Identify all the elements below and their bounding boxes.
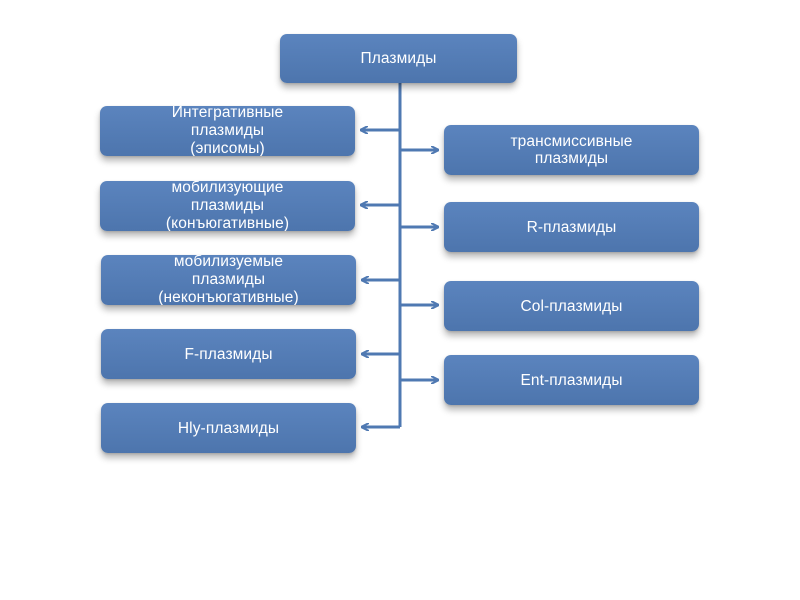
node-r-plasmids-label: R-плазмиды: [526, 218, 617, 236]
node-col-plasmids-label: Col-плазмиды: [520, 297, 623, 315]
node-mobilizing-plasmids: мобилизующие плазмиды (конъюгативные): [100, 181, 355, 231]
node-ent-plasmids: Ent-плазмиды: [444, 355, 699, 405]
node-f-plasmids: F-плазмиды: [101, 329, 356, 379]
node-mobilizable-plasmids-label: мобилизуемые плазмиды (неконъюгативные): [158, 255, 299, 305]
root-node-label: Плазмиды: [360, 50, 437, 67]
node-transmissive-plasmids-label: трансмиссивные плазмиды: [510, 133, 633, 167]
node-mobilizable-plasmids: мобилизуемые плазмиды (неконъюгативные): [101, 255, 356, 305]
node-integrative-plasmids: Интегративные плазмиды (эписомы): [100, 106, 355, 156]
node-ent-plasmids-label: Ent-плазмиды: [520, 371, 623, 389]
node-r-plasmids: R-плазмиды: [444, 202, 699, 252]
root-node-box: Плазмиды: [280, 34, 517, 83]
node-hly-plasmids-label: Hly-плазмиды: [177, 419, 280, 437]
node-mobilizing-plasmids-label: мобилизующие плазмиды (конъюгативные): [165, 181, 290, 231]
node-integrative-plasmids-label: Интегративные плазмиды (эписомы): [171, 106, 284, 156]
node-transmissive-plasmids: трансмиссивные плазмиды: [444, 125, 699, 175]
node-f-plasmids-label: F-плазмиды: [184, 345, 273, 363]
node-col-plasmids: Col-плазмиды: [444, 281, 699, 331]
node-hly-plasmids: Hly-плазмиды: [101, 403, 356, 453]
